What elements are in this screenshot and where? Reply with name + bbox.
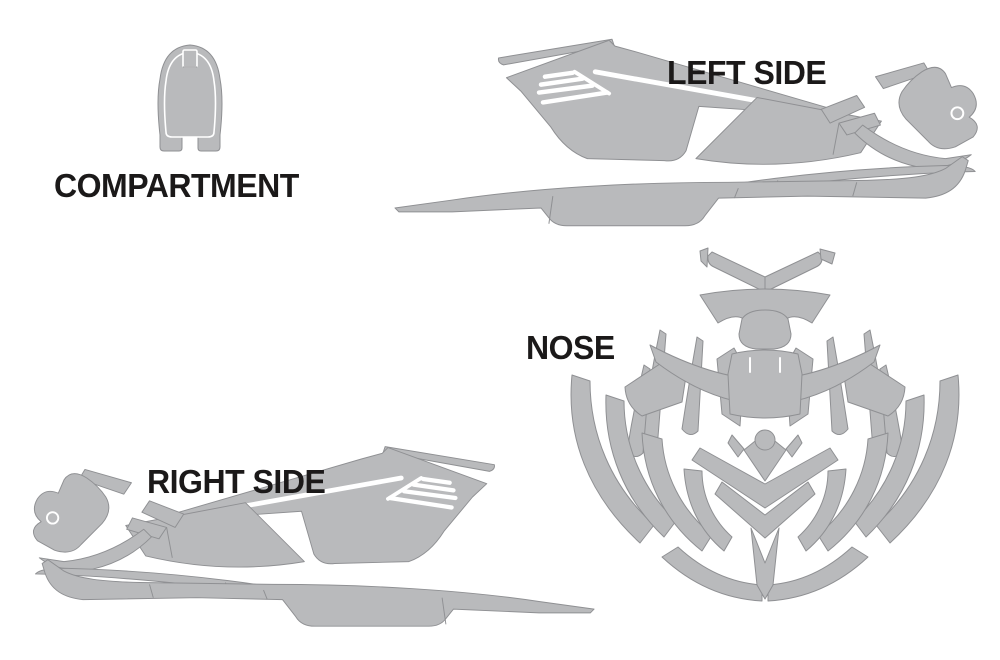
compartment-inner-cutline — [163, 51, 217, 138]
stern-hook-piece — [898, 66, 978, 150]
fender-bottom-arc-piece — [661, 546, 763, 602]
louver-slot-cut — [538, 76, 585, 87]
left-side-label: LEFT SIDE — [667, 54, 827, 91]
compartment-piece — [157, 44, 223, 152]
chevron-tick-piece — [699, 247, 709, 268]
louver-slot-cut — [540, 90, 610, 105]
compartment-arch-piece — [157, 44, 223, 152]
fender-crescent-piece — [605, 394, 677, 538]
side-panel-pieces — [394, 38, 978, 227]
louver-slot-cut — [542, 70, 575, 79]
gauge-circle-piece — [754, 429, 776, 451]
compartment-latch-notch — [182, 49, 198, 68]
nose-label: NOSE — [526, 329, 615, 366]
hull-bottom-strip-piece — [394, 156, 969, 227]
right-side-label: RIGHT SIDE — [147, 463, 326, 500]
compartment-label: COMPARTMENT — [54, 167, 299, 204]
chevron-tick-piece — [819, 248, 836, 265]
hook-circle-cut — [950, 106, 965, 121]
top-chevron-arm-piece — [707, 251, 766, 293]
circle-whisker-piece — [727, 434, 745, 458]
louver-stem-cut — [572, 69, 612, 96]
hull-crease — [733, 188, 739, 199]
center-stem-piece — [750, 527, 780, 600]
hull-crease — [548, 196, 554, 224]
top-chevron-arm-piece — [764, 251, 823, 293]
hull-crease — [852, 182, 858, 197]
nested-chevron-piece — [714, 481, 816, 539]
compartment-template-shape — [157, 44, 223, 152]
panel-crease — [832, 123, 840, 155]
fender-crescent-piece — [570, 374, 655, 544]
helmet-blob-piece — [738, 309, 792, 350]
fender-crescent-piece — [641, 432, 713, 552]
nose-template-shape — [570, 247, 960, 602]
nested-chevron-piece — [691, 447, 839, 509]
louver-slot-cut — [536, 83, 595, 95]
fender-crescent-piece — [683, 468, 733, 552]
hood-piece — [727, 349, 803, 419]
nose-center-pieces — [649, 247, 881, 600]
filler-quad-piece — [820, 94, 866, 124]
filler-quad-piece — [838, 112, 881, 136]
left-side-template-shape — [394, 38, 978, 227]
